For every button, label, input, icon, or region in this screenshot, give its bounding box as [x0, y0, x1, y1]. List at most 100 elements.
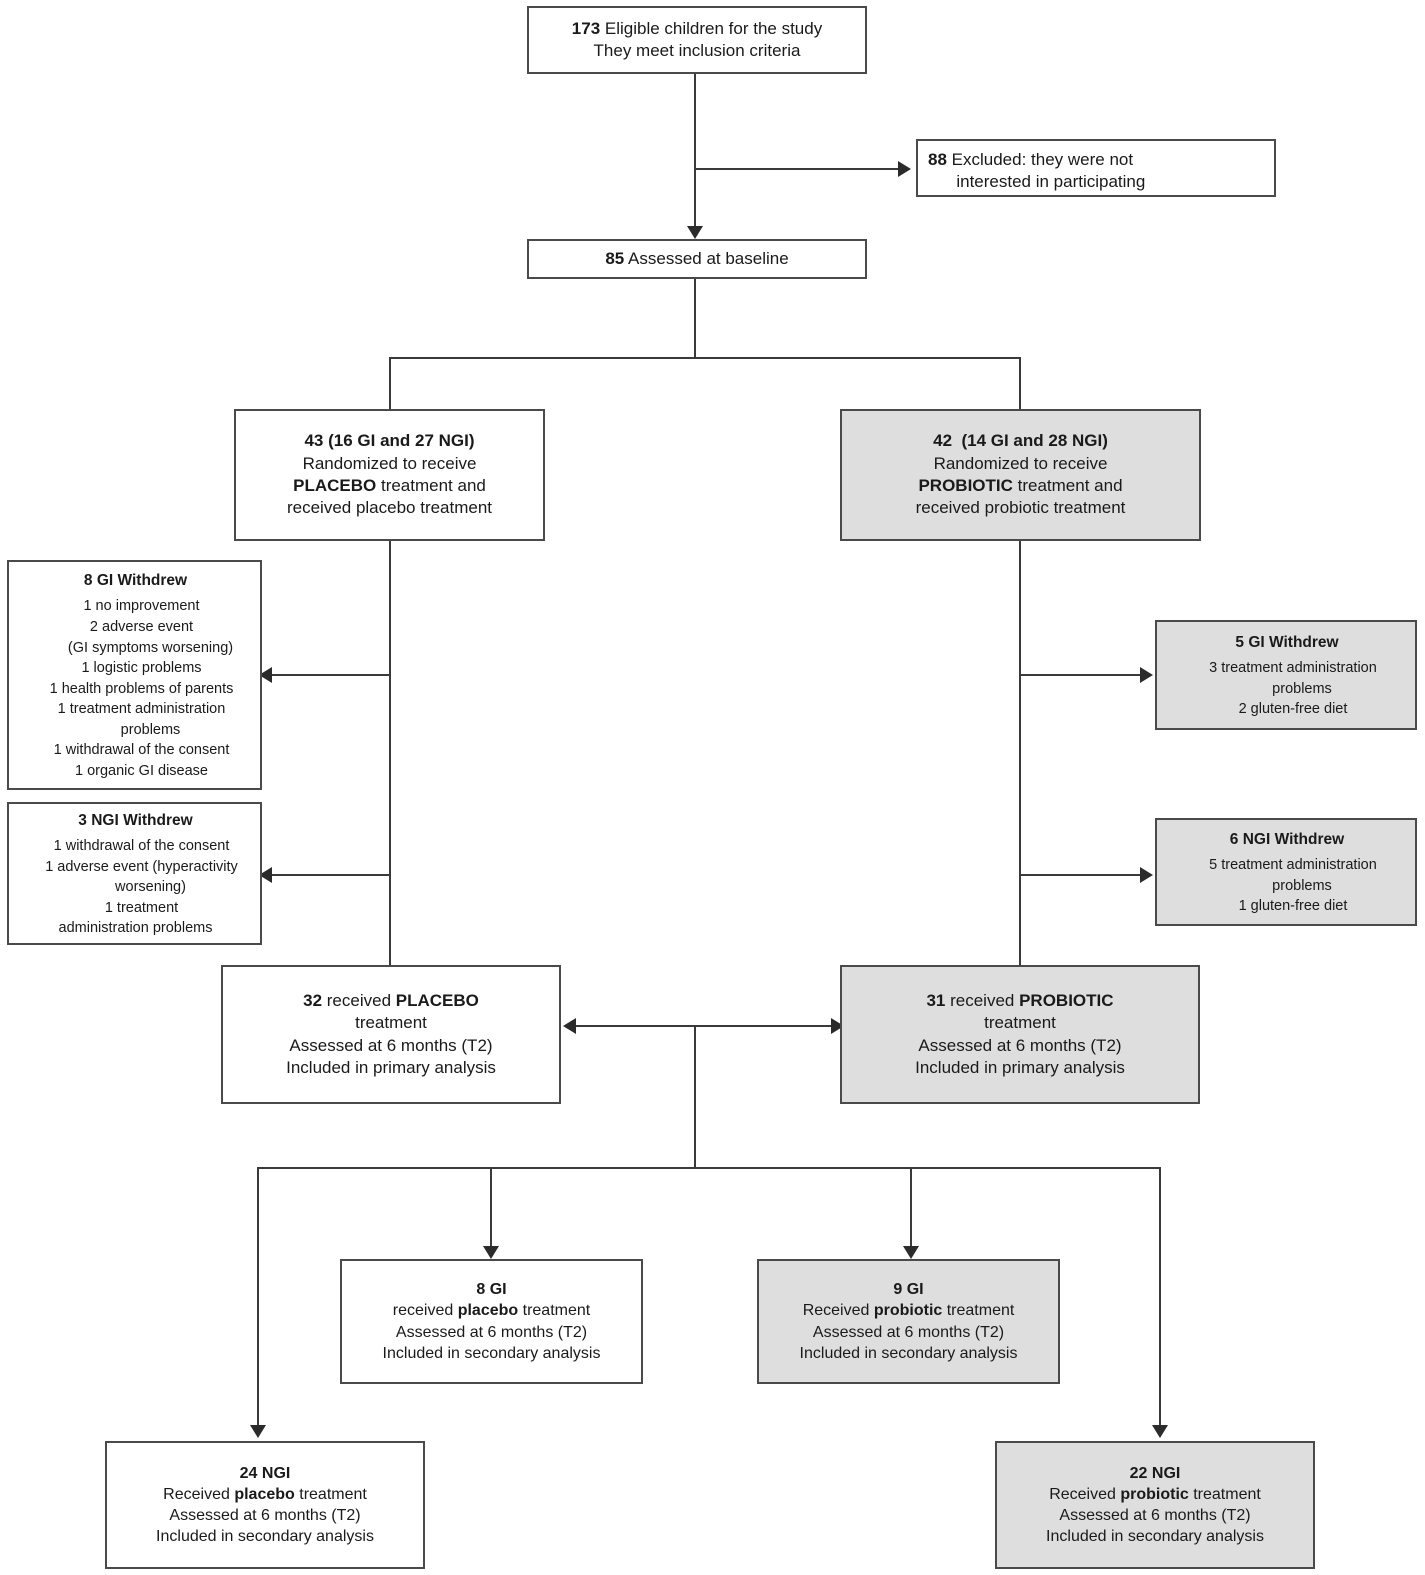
- node-line: Included in secondary analysis: [799, 1344, 1018, 1362]
- node-probiotic-ngi-withdrew: 6 NGI Withdrew 5 treatment administration…: [1155, 818, 1417, 926]
- node-line: 88 Excluded: they were not: [928, 150, 1134, 169]
- node-line: Assessed at 6 months (T2): [395, 1323, 588, 1341]
- withdrawal-item: 1 treatment: [104, 899, 179, 916]
- node-line: 42 (14 GI and 28 NGI): [933, 431, 1108, 451]
- connector-secondary-split: [257, 1167, 1161, 1169]
- arrowhead-probiotic-ngi-secondary: [1152, 1425, 1168, 1438]
- withdrawal-item: 1 organic GI disease: [75, 763, 208, 780]
- connector-baseline-down: [694, 279, 696, 359]
- withdrawal-item: (GI symptoms worsening): [67, 639, 234, 656]
- withdrawal-item: 2 adverse event: [89, 618, 194, 635]
- connector-placebo-trunk: [389, 541, 391, 973]
- node-line: Received probiotic treatment: [1049, 1485, 1261, 1503]
- node-line: 24 NGI: [239, 1464, 291, 1482]
- withdrawal-item: 1 health problems of parents: [49, 680, 234, 697]
- node-line: 173 Eligible children for the study: [571, 18, 823, 38]
- withdrawal-item: 1 withdrawal of the consent: [53, 838, 230, 855]
- node-line: They meet inclusion criteria: [593, 41, 801, 60]
- node-line: received probiotic treatment: [915, 498, 1126, 518]
- withdrawal-item: 1 no improvement: [83, 598, 200, 615]
- node-line: Received probiotic treatment: [802, 1302, 1015, 1320]
- arrowhead-probiotic-ngi-withdrew: [1140, 867, 1153, 883]
- withdrawal-item: 1 withdrawal of the consent: [53, 742, 230, 759]
- node-line: Assessed at 6 months (T2): [1059, 1507, 1251, 1524]
- withdrawal-item: 2 gluten-free diet: [1238, 701, 1348, 718]
- node-line: Included in primary analysis: [915, 1057, 1125, 1077]
- connector-primary-comparison: [576, 1025, 832, 1027]
- connector-probiotic-gi-withdrew: [1021, 674, 1141, 676]
- connector-drop-probiotic-gi: [910, 1167, 912, 1251]
- node-line: Included in secondary analysis: [382, 1344, 601, 1362]
- arrowhead-to-excluded: [898, 161, 911, 177]
- arrowhead-probiotic-gi-secondary: [903, 1246, 919, 1259]
- connector-split-left: [389, 357, 391, 409]
- withdrawal-title: 5 GI Withdrew: [1235, 634, 1339, 652]
- node-excluded: 88 Excluded: they were not interested in…: [916, 139, 1276, 197]
- node-line: Included in primary analysis: [286, 1057, 496, 1077]
- arrowhead-placebo-gi-secondary: [483, 1246, 499, 1259]
- node-line: Included in secondary analysis: [156, 1528, 374, 1546]
- connector-secondary-trunk: [694, 1025, 696, 1168]
- node-line: Assessed at 6 months (T2): [918, 1035, 1122, 1055]
- connector-split-right: [1019, 357, 1021, 409]
- withdrawal-title: 3 NGI Withdrew: [78, 812, 193, 830]
- withdrawal-item: 1 treatment administration: [57, 701, 226, 718]
- withdrawal-item: problems: [1272, 877, 1332, 894]
- node-line: received placebo treatment: [286, 498, 493, 518]
- withdrawal-item: worsening): [115, 879, 186, 896]
- node-placebo-randomized: 43 (16 GI and 27 NGI)Randomized to recei…: [234, 409, 545, 541]
- node-line: 32 received PLACEBO: [303, 990, 479, 1010]
- node-line: Assessed at 6 months (T2): [169, 1507, 361, 1524]
- arrowhead-to-baseline: [687, 226, 703, 239]
- withdrawal-item: 5 treatment administration: [1209, 857, 1377, 874]
- node-line: Assessed at 6 months (T2): [289, 1035, 493, 1055]
- arrowhead-placebo-ngi-secondary: [250, 1425, 266, 1438]
- withdrawal-title: 6 NGI Withdrew: [1229, 831, 1345, 849]
- node-line: 22 NGI: [1129, 1464, 1181, 1482]
- connector-eligible-trunk: [694, 74, 696, 234]
- node-placebo-ngi-withdrew: 3 NGI Withdrew 1 withdrawal of the consen…: [7, 802, 262, 945]
- connector-drop-placebo-ngi: [257, 1167, 259, 1429]
- node-line: interested in participating: [928, 172, 1146, 192]
- node-line: 9 GI: [893, 1281, 924, 1299]
- connector-placebo-ngi-withdrew: [272, 874, 390, 876]
- withdrawal-item: 1 logistic problems: [81, 660, 202, 677]
- connector-probiotic-ngi-withdrew: [1021, 874, 1141, 876]
- node-line: Included in secondary analysis: [1046, 1528, 1264, 1546]
- connector-drop-placebo-gi: [490, 1167, 492, 1251]
- node-line: 8 GI: [476, 1281, 507, 1299]
- withdrawal-item: administration problems: [58, 920, 213, 937]
- withdrawal-item: 3 treatment administration: [1209, 660, 1377, 677]
- node-line: 85 Assessed at baseline: [605, 248, 789, 268]
- arrowhead-primary-left: [563, 1018, 576, 1034]
- arrowhead-probiotic-gi-withdrew: [1140, 667, 1153, 683]
- arrowhead-placebo-gi-withdrew: [259, 667, 272, 683]
- node-line: PROBIOTIC treatment and: [918, 476, 1123, 495]
- withdrawal-item: 1 adverse event (hyperactivity: [45, 858, 238, 875]
- connector-placebo-gi-withdrew: [272, 674, 390, 676]
- connector-to-excluded: [694, 168, 900, 170]
- node-line: 31 received PROBIOTIC: [926, 990, 1114, 1010]
- node-line: Assessed at 6 months (T2): [812, 1323, 1005, 1341]
- withdrawal-item: problems: [1272, 680, 1332, 697]
- node-probiotic-randomized: 42 (14 GI and 28 NGI)Randomized to recei…: [840, 409, 1201, 541]
- withdrawal-item: problems: [120, 721, 181, 738]
- node-assessed-baseline: 85 Assessed at baseline: [527, 239, 867, 279]
- node-line: Received placebo treatment: [163, 1485, 367, 1503]
- node-line: PLACEBO treatment and: [293, 476, 486, 495]
- node-line: received placebo treatment: [392, 1302, 591, 1320]
- node-line: 43 (16 GI and 27 NGI): [304, 431, 475, 451]
- connector-randomization-split: [389, 357, 1021, 359]
- node-line: treatment: [355, 1013, 427, 1033]
- connector-drop-probiotic-ngi: [1159, 1167, 1161, 1429]
- node-probiotic-gi-withdrew: 5 GI Withdrew 3 treatment administration p…: [1155, 620, 1417, 730]
